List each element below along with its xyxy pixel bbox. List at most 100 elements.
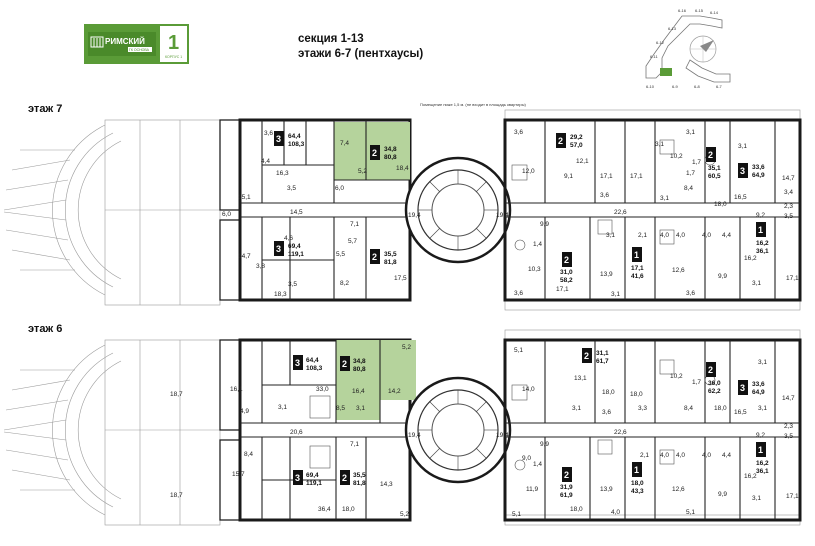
svg-text:108,3: 108,3 [306,365,323,372]
svg-text:64,4: 64,4 [288,133,301,140]
svg-text:33,0: 33,0 [316,386,329,393]
svg-text:9,9: 9,9 [540,441,549,448]
svg-text:19,4: 19,4 [408,212,421,219]
svg-text:31,1: 31,1 [596,350,609,357]
svg-text:108,3: 108,3 [288,141,305,148]
svg-text:61,7: 61,7 [596,358,609,365]
keyplan-current-section [660,68,672,76]
svg-text:64,9: 64,9 [752,389,765,396]
svg-text:13,9: 13,9 [600,486,613,493]
svg-text:18,0: 18,0 [631,480,644,487]
svg-text:3,3: 3,3 [638,405,647,412]
compass-icon [700,40,714,52]
svg-text:3,8: 3,8 [256,263,265,270]
svg-text:18,0: 18,0 [630,391,643,398]
svg-text:5,2: 5,2 [402,344,411,351]
svg-text:41,6: 41,6 [631,273,644,280]
svg-text:5,1: 5,1 [686,509,695,516]
svg-text:33,6: 33,6 [752,164,765,171]
svg-text:19,4: 19,4 [496,432,509,439]
svg-text:14,2: 14,2 [388,388,401,395]
svg-text:2: 2 [564,470,569,480]
svg-text:31,9: 31,9 [560,484,573,491]
floor6-label: этаж 6 [28,323,62,335]
svg-text:16,2: 16,2 [744,255,757,262]
corpus-caption: КОРПУС 1 [165,55,182,59]
svg-text:43,3: 43,3 [631,488,644,495]
svg-text:119,1: 119,1 [306,480,322,487]
svg-text:3,5: 3,5 [784,213,793,220]
svg-text:2: 2 [558,136,563,146]
svg-text:80,8: 80,8 [384,154,397,161]
svg-text:3,1: 3,1 [752,495,761,502]
svg-text:36,1: 36,1 [756,248,769,255]
svg-text:4,0: 4,0 [676,452,685,459]
svg-text:17,1: 17,1 [630,173,643,180]
svg-text:14,7: 14,7 [238,253,251,260]
svg-text:7,1: 7,1 [350,441,359,448]
svg-text:3: 3 [295,473,300,483]
svg-text:18,4: 18,4 [396,165,409,172]
svg-text:2,1: 2,1 [638,232,647,239]
svg-text:17,1: 17,1 [600,173,613,180]
svg-text:34,8: 34,8 [384,146,397,153]
svg-text:119,1: 119,1 [288,251,304,258]
svg-text:9,9: 9,9 [540,221,549,228]
floor7-label: этаж 7 [28,103,62,115]
svg-text:2: 2 [342,359,347,369]
svg-text:4,0: 4,0 [660,232,669,239]
svg-text:9,1: 9,1 [564,173,573,180]
svg-text:2: 2 [372,252,377,262]
svg-text:18,3: 18,3 [274,291,287,298]
svg-text:4,6: 4,6 [284,235,293,242]
svg-text:4,4: 4,4 [722,232,731,239]
svg-text:61,9: 61,9 [560,492,573,499]
svg-text:9,9: 9,9 [718,273,727,280]
svg-text:6-8: 6-8 [694,84,701,89]
svg-text:3,1: 3,1 [606,232,615,239]
svg-text:3,1: 3,1 [611,291,620,298]
svg-text:36,1: 36,1 [756,468,769,475]
svg-text:3,5: 3,5 [784,433,793,440]
svg-text:2: 2 [342,473,347,483]
svg-text:4,0: 4,0 [611,509,620,516]
svg-text:3,6: 3,6 [602,409,611,416]
svg-text:58,2: 58,2 [560,277,573,284]
svg-text:3,6: 3,6 [600,192,609,199]
svg-text:15,7: 15,7 [232,471,245,478]
svg-text:9,9: 9,9 [718,491,727,498]
svg-text:14,5: 14,5 [290,209,303,216]
svg-text:8,5: 8,5 [336,405,345,412]
svg-text:35,1: 35,1 [708,165,721,172]
svg-text:12,6: 12,6 [672,486,685,493]
svg-text:81,8: 81,8 [384,259,397,266]
svg-text:80,8: 80,8 [353,366,366,373]
svg-text:6-13: 6-13 [668,26,677,31]
brand-name: РИМСКИЙ [105,37,145,46]
svg-text:14,0: 14,0 [522,386,535,393]
svg-text:3: 3 [276,134,281,144]
svg-text:5,7: 5,7 [348,238,357,245]
brand-sub: ГК ОСНОВА [129,48,150,52]
svg-text:6-10: 6-10 [646,84,655,89]
svg-text:6-15: 6-15 [695,8,704,13]
svg-text:12,6: 12,6 [672,267,685,274]
svg-text:9,0: 9,0 [522,455,531,462]
svg-text:3,1: 3,1 [356,405,365,412]
svg-text:3,1: 3,1 [738,143,747,150]
svg-text:15,1: 15,1 [238,194,251,201]
svg-text:17,1: 17,1 [786,493,799,500]
svg-text:17,1: 17,1 [631,265,644,272]
floor7-plan [3,109,802,311]
svg-text:17,1: 17,1 [556,286,569,293]
svg-text:18,7: 18,7 [170,391,183,398]
svg-text:10,2: 10,2 [670,373,683,380]
svg-text:33,6: 33,6 [752,381,765,388]
svg-text:6,0: 6,0 [222,211,231,218]
svg-text:18,0: 18,0 [342,506,355,513]
svg-text:18,7: 18,7 [170,492,183,499]
svg-text:12,1: 12,1 [576,158,589,165]
key-plan: 6-16 6-15 6-14 6-13 6-12 6-11 6-10 6-9 6… [645,8,731,89]
